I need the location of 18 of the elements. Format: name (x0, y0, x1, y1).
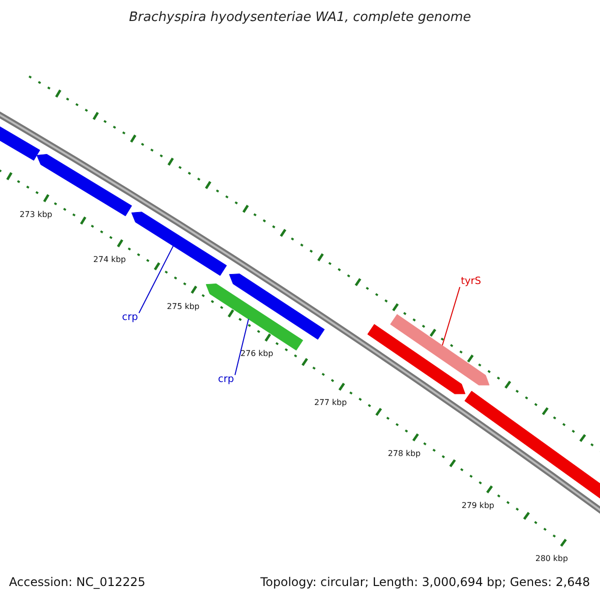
leader-line (234, 318, 250, 376)
gene-label: crp (122, 313, 138, 323)
gene-bar (229, 274, 325, 340)
title: Brachyspira hyodysenteriae WA1, complete genome (129, 11, 471, 24)
gene-bar (206, 284, 304, 351)
tick-label: 276 kbp (240, 350, 274, 358)
gene-bar (131, 212, 227, 276)
gene-bar (390, 314, 490, 386)
tick-label: 278 kbp (388, 450, 421, 458)
gene-label: tyrS (460, 277, 482, 287)
gene-label: crp (218, 375, 234, 385)
leader-line (138, 245, 174, 314)
tick-label: 279 kbp (462, 502, 494, 510)
footer-text: Topology: circular; Length: 3,000,694 bp; Genes: 2,648 (260, 576, 590, 588)
gene-bar (367, 324, 466, 394)
footer-text: Accession: NC_012225 (9, 576, 146, 588)
tick-label: 273 kbp (20, 211, 52, 220)
leader-line (442, 286, 460, 346)
